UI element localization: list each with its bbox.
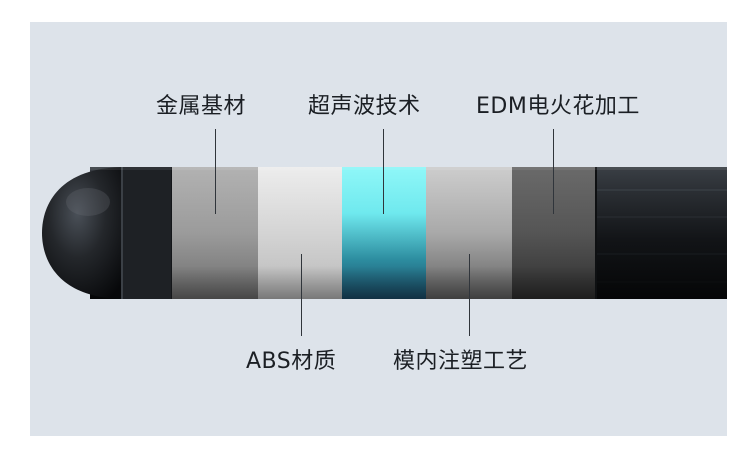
label-insert-molding: 模内注塑工艺	[393, 349, 529, 374]
label-metal-base: 金属基材	[156, 94, 247, 119]
label-edm: EDM电火花加工	[476, 94, 640, 119]
label-abs: ABS材质	[246, 349, 337, 374]
leader-edm	[553, 129, 554, 214]
illustration-panel: 金属基材 超声波技术 EDM电火花加工 ABS材质 模内注塑工艺	[30, 22, 727, 436]
label-ultrasonic: 超声波技术	[308, 94, 421, 119]
leader-insert-molding	[469, 254, 470, 336]
leader-ultrasonic	[383, 129, 384, 214]
leader-metal-base	[215, 129, 216, 214]
stylus-tip-illustration	[42, 167, 727, 299]
leader-abs	[301, 254, 302, 336]
pen-tip	[42, 167, 126, 299]
